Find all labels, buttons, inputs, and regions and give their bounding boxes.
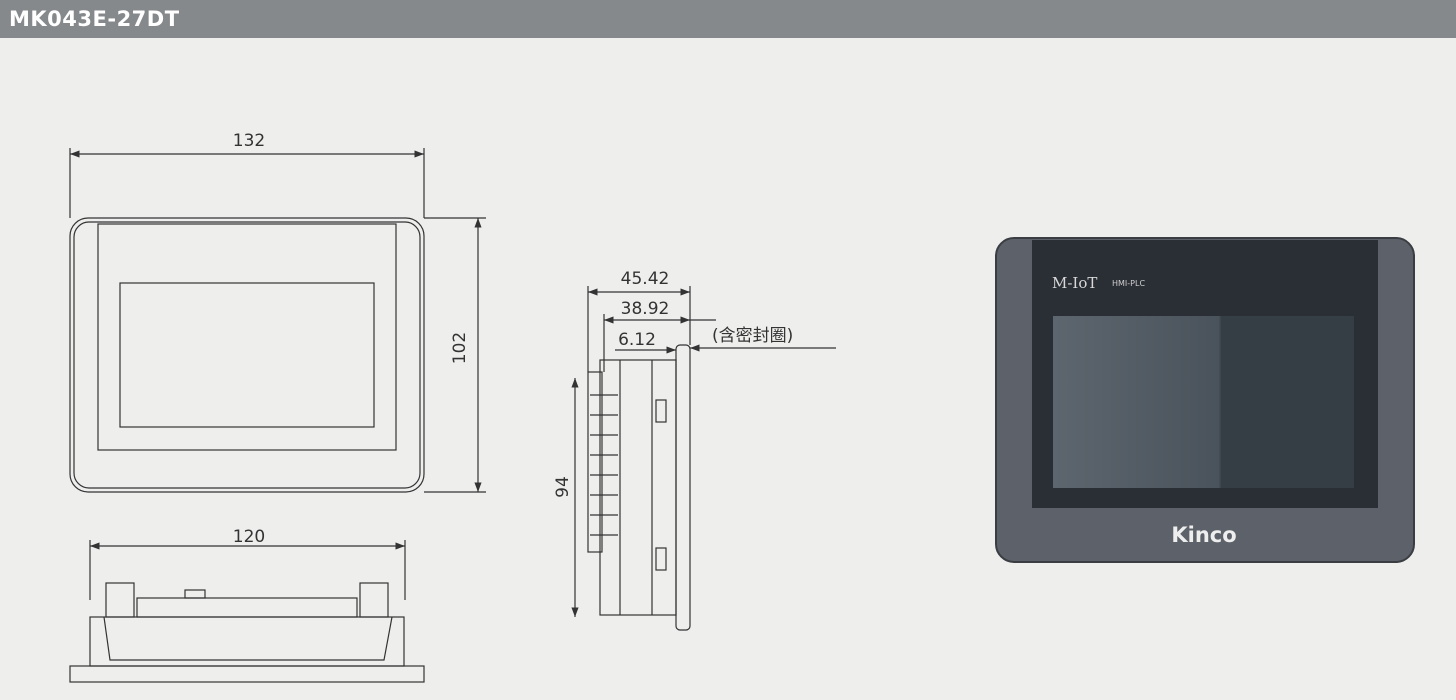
header-bar: MK043E-27DT (0, 0, 1456, 38)
front-outline (69, 217, 425, 493)
device-logo-suffix: HMI-PLC (1112, 279, 1145, 288)
depth-total-label: 45.42 (621, 269, 670, 289)
bottom-width-label: 120 (233, 527, 265, 547)
seal-note: (含密封圈) (712, 326, 793, 346)
device-logo: M-IoT (1052, 274, 1097, 292)
height-label: 102 (450, 332, 470, 364)
brand-logo: Kinco (1171, 523, 1236, 547)
product-photo: M-IoT HMI-PLC Kinco (995, 237, 1415, 563)
depth-panel-label: 6.12 (618, 330, 656, 350)
depth-body-label: 38.92 (621, 299, 670, 319)
front-screen (119, 282, 375, 428)
width-label: 132 (233, 131, 265, 151)
side-view: 45.42 38.92 6.12 (含密封圈) 94 (553, 269, 836, 631)
bottom-view: 120 (69, 527, 425, 683)
device-screen (1053, 316, 1354, 488)
front-view: 132 102 (69, 131, 486, 493)
front-bezel (97, 223, 397, 451)
side-height-label: 94 (553, 476, 573, 498)
model-title: MK043E-27DT (9, 7, 180, 31)
